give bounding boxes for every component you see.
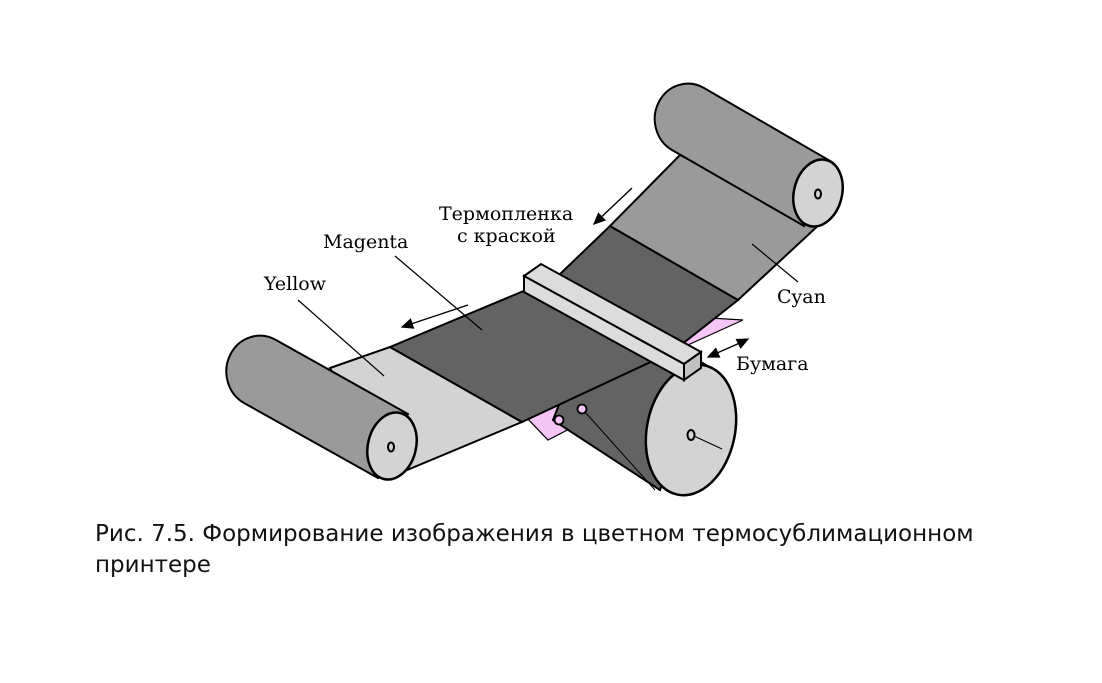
print-head	[522, 262, 703, 382]
cyan-leader	[751, 243, 799, 283]
paper-hole	[576, 403, 588, 415]
cyan-label: Cyan	[777, 286, 826, 308]
yellow-leader	[297, 299, 385, 377]
paper-hole	[553, 414, 565, 426]
magenta-leader	[394, 255, 483, 331]
film-label-line1: Термопленка	[439, 203, 573, 225]
magenta-label: Magenta	[323, 231, 408, 253]
film-direction-arrow-upper	[592, 187, 633, 225]
figure-caption: Рис. 7.5. Формирование изображения в цве…	[95, 521, 974, 578]
yellow-label: Yellow	[263, 273, 327, 295]
takeup-roller	[653, 82, 844, 228]
supply-roller	[225, 334, 418, 481]
paper-direction-arrow-b	[706, 341, 743, 358]
paper-pointer	[584, 411, 656, 491]
film-label-line2: с краской	[457, 225, 556, 247]
paper-label: Бумага	[736, 353, 809, 375]
